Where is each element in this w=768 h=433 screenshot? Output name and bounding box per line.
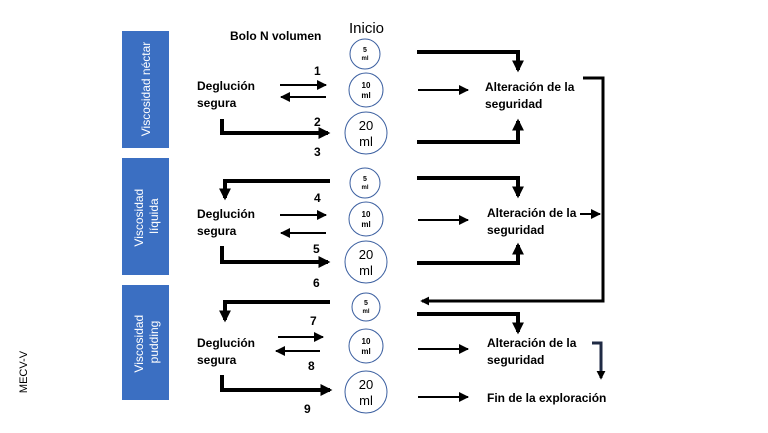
svg-text:ml: ml [361,347,370,356]
volume-circle-10ml: 10 ml [348,201,384,237]
block-liquida: Viscosidad líquida Deglución segura 5 ml… [122,158,601,284]
outcome-label-pudding: Alteración de la seguridad [487,336,580,367]
svg-text:5: 5 [363,176,367,183]
safe-swallow-label: Deglución segura [197,336,258,367]
svg-text:10: 10 [362,210,371,219]
volume-circle-10ml: 10 ml [348,328,384,364]
step-number: 9 [304,402,311,416]
elbow-arrow-to-safe [219,300,330,323]
step-number: 7 [310,314,317,328]
safe-swallow-label: Deglución segura [197,207,258,238]
svg-text:5: 5 [363,47,367,54]
svg-text:20: 20 [359,247,373,262]
svg-text:ml: ml [359,263,373,278]
svg-text:ml: ml [359,393,373,408]
svg-text:ml: ml [361,185,368,191]
start-label: Inicio [349,20,384,37]
viscosity-box-nectar [122,31,169,148]
elbow-arrow-to-safe [219,179,330,201]
step-number: 3 [314,145,321,159]
viscosity-box-pudding [122,285,169,400]
svg-text:ml: ml [362,309,369,315]
elbow-arrow-to-20ml [220,375,333,396]
svg-text:ml: ml [361,220,370,229]
svg-text:5: 5 [364,300,368,307]
volume-circle-5ml: 5 ml [349,38,381,70]
bracket-arrow-down [592,341,606,380]
block-nectar: Viscosidad néctar Deglución segura 5 ml … [122,31,578,155]
volume-circle-20ml: 20 ml [344,240,388,284]
svg-text:20: 20 [359,377,373,392]
viscosity-box-liquida [122,158,169,275]
elbow-arrow-20ml-to-outcome [417,118,524,144]
volume-circle-20ml: 20 ml [344,370,388,414]
svg-text:10: 10 [362,337,371,346]
step-number: 8 [308,359,315,373]
volume-circle-5ml: 5 ml [351,292,381,322]
viscosity-label-nectar: Viscosidad néctar [139,42,153,137]
bracket-return-line [420,76,605,306]
end-label: Fin de la exploración [487,391,606,405]
volume-circle-10ml: 10 ml [348,72,384,108]
elbow-arrow-5ml-to-outcome [417,50,524,73]
svg-text:ml: ml [361,91,370,100]
viscosity-label-liquida: Viscosidad líquida [132,185,161,246]
volume-circle-20ml: 20 ml [344,111,388,155]
elbow-arrow-5ml-to-outcome [417,176,524,199]
step-number: 6 [313,276,320,290]
svg-text:ml: ml [361,56,368,62]
svg-text:20: 20 [359,118,373,133]
volume-circle-5ml: 5 ml [349,167,381,199]
svg-text:10: 10 [362,81,371,90]
bolus-volume-label: Bolo N volumen [230,29,321,43]
elbow-arrow-5ml-to-outcome [417,312,524,335]
svg-text:ml: ml [359,134,373,149]
viscosity-label-pudding: Viscosidad pudding [132,311,161,372]
safe-swallow-label: Deglución segura [197,79,258,110]
block-pudding: Viscosidad pudding Deglución segura 5 ml… [122,285,606,414]
elbow-arrow-to-20ml [220,246,331,268]
step-number: 4 [314,191,321,205]
step-number: 1 [314,64,321,78]
elbow-arrow-to-20ml [220,119,331,139]
step-number: 2 [314,115,321,129]
elbow-arrow-20ml-to-outcome [417,242,524,265]
outcome-label-nectar: Alteración de la seguridad [485,80,578,111]
step-number: 5 [313,242,320,256]
outcome-label-liquida: Alteración de la seguridad [487,206,580,237]
side-label: MECV-V [18,350,30,393]
